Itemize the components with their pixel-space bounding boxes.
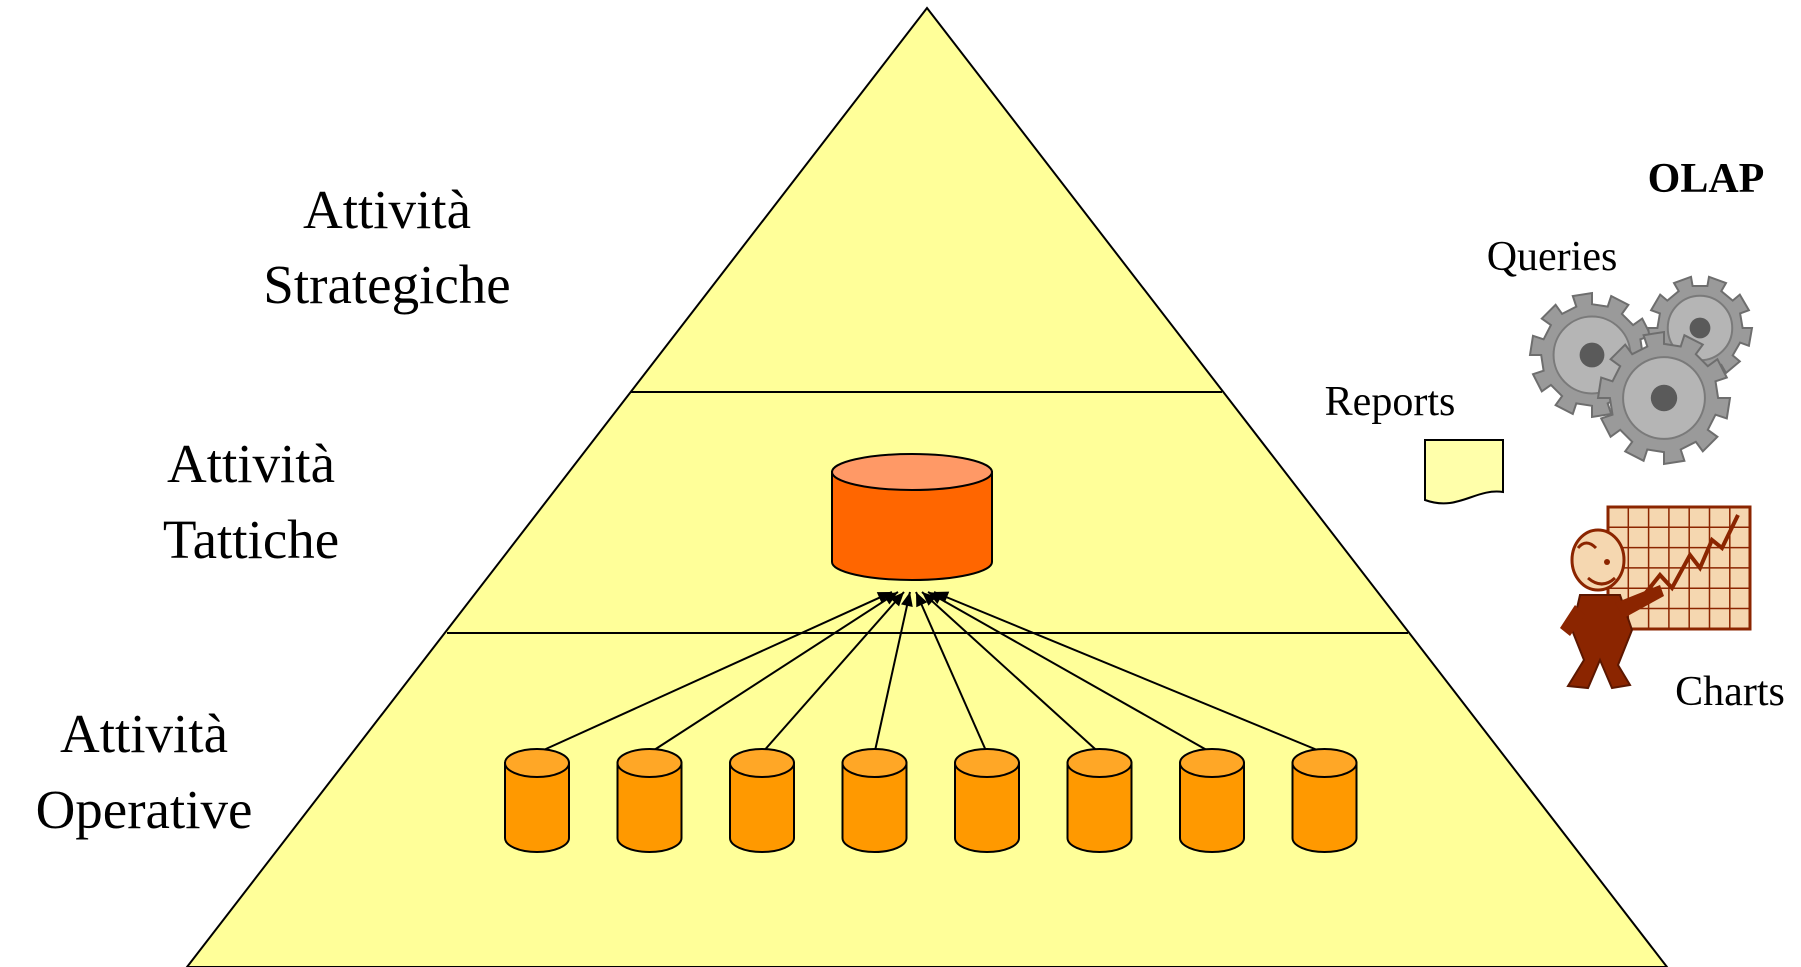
source-database-icon [954,748,1020,853]
connector-line [761,591,905,754]
arrowhead [901,592,913,607]
strategic-label-line2: Strategiche [263,254,510,315]
arrowhead [922,592,937,606]
connector-line [927,591,1213,754]
olap-title: OLAP [1648,156,1765,202]
gears-icon [1528,275,1754,466]
presenter-chart-icon [1560,505,1752,690]
source-database-icon [616,748,683,853]
source-database-icon [1179,748,1245,853]
operational-label-line1: Attività [60,703,228,764]
arrowhead [916,592,928,608]
connector-line [921,591,1101,754]
operational-label-line2: Operative [36,779,253,840]
connector-lines [536,591,1325,754]
charts-label: Charts [1675,669,1785,715]
source-database-icon [1291,748,1358,853]
connector-line [873,591,911,754]
data-warehouse-icon [831,453,993,581]
source-database-icon [504,748,570,853]
connector-line [915,591,988,754]
connector-line [648,591,899,754]
reports-label: Reports [1325,379,1456,425]
source-database-icon [841,748,908,853]
strategic-label-line1: Attività [303,179,471,240]
gear-icon [1596,330,1732,466]
report-document-icon [1424,439,1504,505]
queries-label: Queries [1487,234,1618,280]
source-database-icon [1066,748,1133,853]
tactical-label-line2: Tattiche [163,509,339,570]
source-databases [504,748,1358,853]
connector-line [536,591,893,754]
tactical-label-line1: Attività [167,433,335,494]
arrowhead [890,592,904,607]
source-database-icon [729,748,795,853]
connector-line [933,591,1325,754]
arrowheads [876,591,950,608]
arrowhead [934,591,950,603]
